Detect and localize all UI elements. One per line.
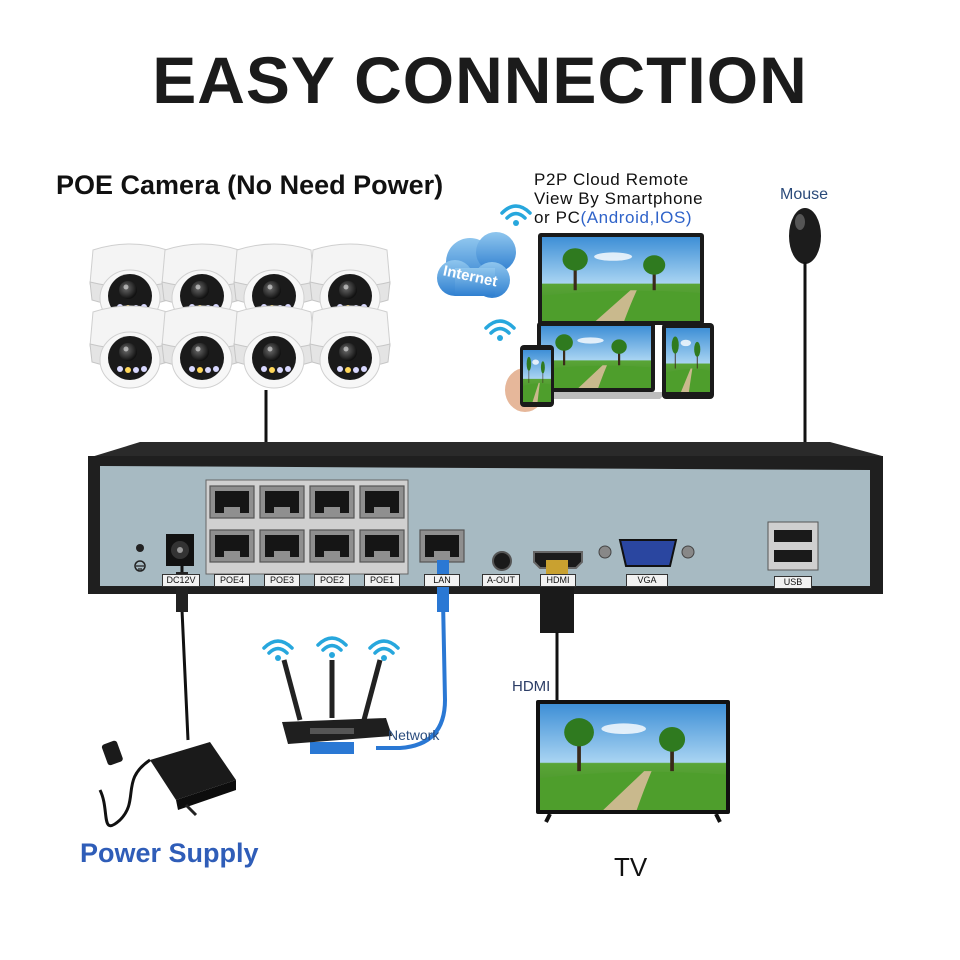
port-label-usb: USB [774,576,812,589]
camera-icon [309,305,391,389]
port-label-lan: LAN [424,574,460,587]
p2p-line-2: View By Smartphone [534,189,704,208]
page-title: EASY CONNECTION [152,43,808,117]
p2p-line-1: P2P Cloud Remote [534,170,689,189]
port-label-poe4: POE4 [214,574,250,587]
tablet-icon [662,323,714,399]
camera-heading: POE Camera (No Need Power) [56,170,444,200]
wifi-icon [484,319,516,343]
network-label: Network [388,727,440,743]
mouse-icon [789,208,821,264]
hdmi-connector [546,560,568,578]
phone-icon [505,345,554,412]
network-cable [376,568,448,750]
tv-icon [536,700,730,823]
p2p-line-3-prefix: or PC [534,208,581,227]
router-icon [281,659,392,744]
monitor-icon [538,233,704,325]
p2p-line-3-platforms: (Android,IOS) [580,208,693,227]
port-label-hdmi: HDMI [540,574,576,587]
wifi-icon [368,639,400,663]
power-supply-label: Power Supply [80,838,259,868]
port-label-poe1: POE1 [364,574,400,587]
cloud-icon: Internet [437,232,516,298]
p2p-description: P2P Cloud Remote View By Smartphone or P… [534,170,703,227]
tv-label: TV [614,852,648,882]
hdmi-label: HDMI [512,678,551,695]
router-rj45-boot [310,742,354,754]
laptop-icon [527,322,667,399]
p2p-line-3: or PC(Android,IOS) [534,208,703,227]
wifi-icon [262,639,294,663]
camera-icon [233,305,315,389]
wifi-icon [316,636,348,660]
port-label-poe2: POE2 [314,574,350,587]
port-label-poe3: POE3 [264,574,300,587]
port-label-dc: DC12V [162,574,200,587]
camera-icon [161,305,243,389]
adapter-icon [98,740,236,828]
camera-icon [89,305,171,389]
camera-group [89,243,391,389]
port-label-aout: A-OUT [482,574,520,587]
mouse-label: Mouse [780,186,829,203]
wifi-icon [500,204,532,228]
nvr-recorder [88,442,883,594]
port-label-vga: VGA [626,574,668,587]
